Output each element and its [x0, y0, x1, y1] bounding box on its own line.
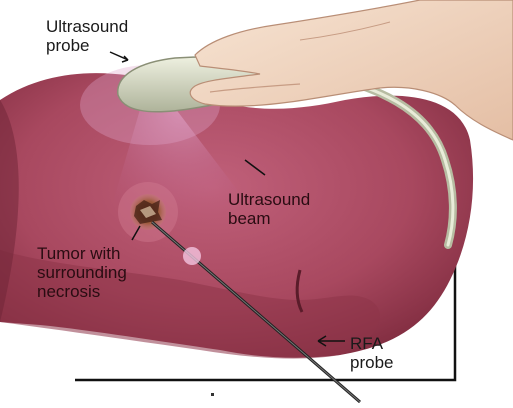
label-tumor: Tumor with surrounding necrosis — [37, 244, 127, 301]
rfa-probe-tip-glow — [183, 247, 201, 265]
label-ultrasound-probe: Ultrasound probe — [46, 17, 128, 55]
label-ultrasound-beam: Ultrasound beam — [228, 190, 310, 228]
label-rfa-probe: RFA probe — [350, 334, 393, 372]
